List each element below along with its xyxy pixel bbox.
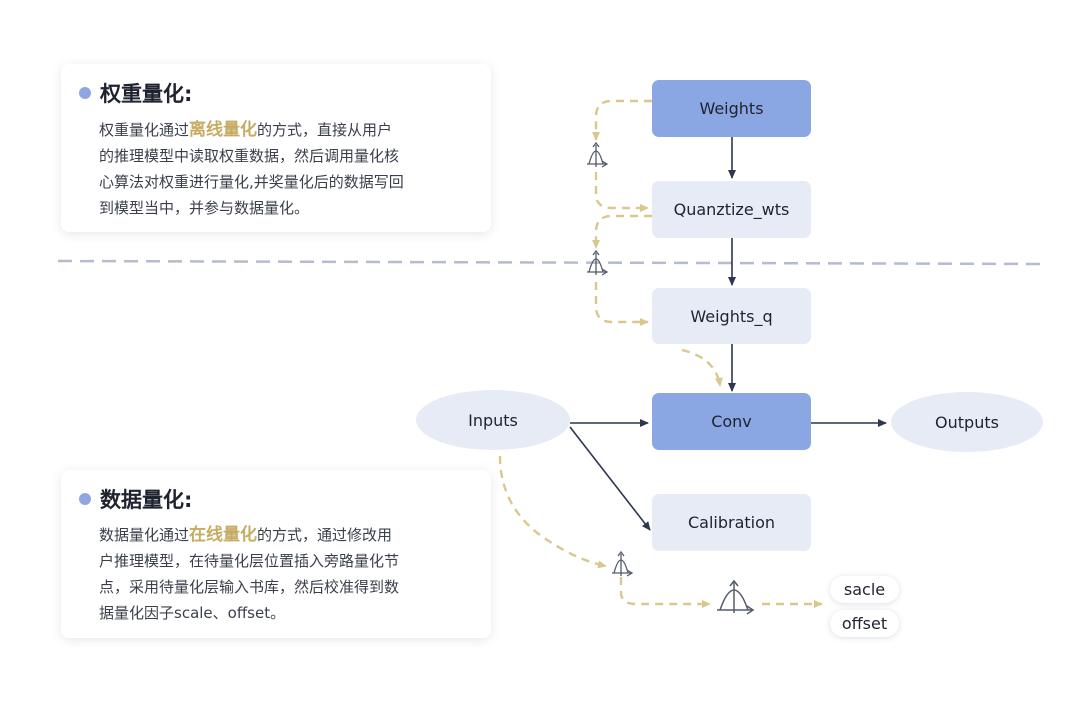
highlight-online-quant: 在线量化: [189, 525, 258, 545]
weight-card-line: 心算法对权重进行量化,并奖量化后的数据写回: [99, 173, 404, 191]
bullet-dot: [79, 87, 91, 99]
dashed-flow-to-weightsq: [594, 282, 649, 326]
data-card-line: 据量化因子scale、offset。: [99, 604, 286, 622]
data-card-title: 数据量化:: [100, 488, 193, 512]
dashed-flow-weights-loop-down: [592, 99, 652, 141]
data-card-line: 点，采用待量化层输入书库，然后校准得到数: [99, 578, 400, 596]
quantizer-icon: [587, 249, 609, 276]
output-offset: offset: [830, 610, 899, 637]
data-quantization-card: 数据量化: 数据量化通过在线量化的方式，通过修改用 户推理模型，在待量化层位置插…: [61, 470, 491, 638]
data-card-body: 数据量化通过在线量化的方式，通过修改用 户推理模型，在待量化层位置插入旁路量化节…: [99, 522, 469, 626]
dashed-flow-quantize-loop-down: [592, 214, 652, 249]
arrow-inputs-to-calibration: [569, 426, 651, 531]
highlight-offline-quant: 离线量化: [189, 120, 258, 140]
data-card-heading: 数据量化:: [79, 484, 192, 514]
node-quantize-wts: Quanztize_wts: [652, 181, 811, 238]
dashed-flow-quantizer-to-calib: [619, 577, 711, 608]
weight-card-line: 到模型当中，并参与数据量化。: [99, 199, 310, 217]
node-conv: Conv: [652, 393, 811, 450]
section-divider: [57, 259, 1046, 266]
dashed-flow-to-quantize: [594, 172, 649, 212]
node-weights: Weights: [652, 80, 811, 137]
quantizer-icon: [587, 141, 609, 168]
weight-card-body: 权重量化通过离线量化的方式，直接从用户 的推理模型中读取权重数据，然后调用量化核…: [99, 117, 469, 221]
output-scale: sacle: [830, 576, 899, 603]
quantizer-icon: [717, 579, 755, 615]
weight-card-line: 权重量化通过离线量化的方式，直接从用户: [99, 120, 393, 140]
node-calibration: Calibration: [652, 494, 811, 551]
node-inputs: Inputs: [416, 390, 570, 450]
data-card-line: 户推理模型，在待量化层位置插入旁路量化节: [99, 552, 400, 570]
data-card-line: 数据量化通过在线量化的方式，通过修改用: [99, 525, 393, 545]
node-weights-q: Weights_q: [652, 288, 811, 344]
weight-card-heading: 权重量化:: [79, 78, 192, 108]
bullet-dot: [79, 493, 91, 505]
weight-card-title: 权重量化:: [100, 82, 193, 106]
dashed-flow-inputs-to-quantizer: [498, 455, 607, 569]
weight-quantization-card: 权重量化: 权重量化通过离线量化的方式，直接从用户 的推理模型中读取权重数据，然…: [61, 64, 491, 232]
weight-card-line: 的推理模型中读取权重数据，然后调用量化核: [99, 147, 400, 165]
dashed-flow-weightsq-to-conv: [681, 348, 723, 387]
node-outputs: Outputs: [891, 392, 1043, 452]
quantizer-icon: [612, 550, 634, 577]
